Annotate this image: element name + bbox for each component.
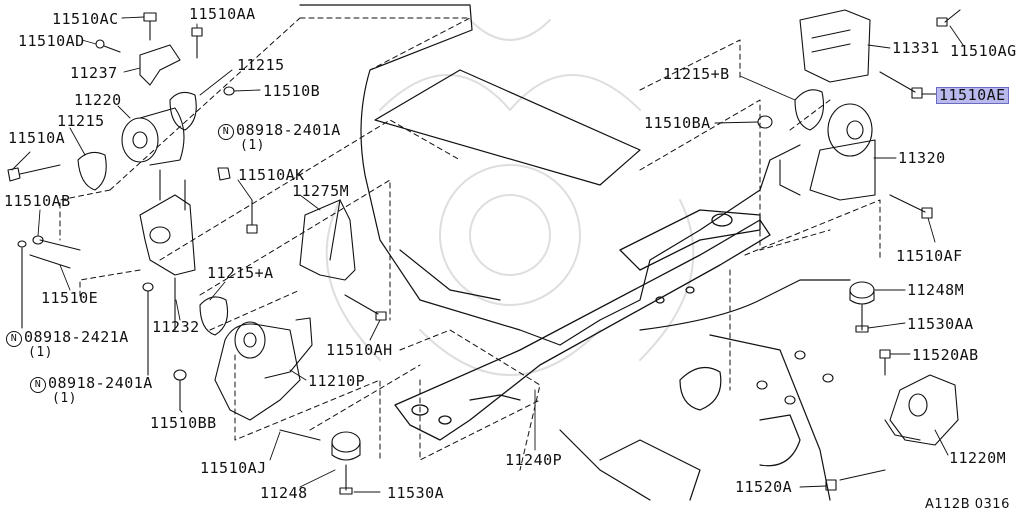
figure-id: A112B 0316	[925, 497, 1010, 512]
part-number: 08918-2401A	[236, 121, 341, 139]
left-mount-parts	[7, 12, 387, 495]
label-11520AB: 11520AB	[912, 346, 979, 364]
label-11530A: 11530A	[387, 484, 445, 502]
label-11237: 11237	[70, 64, 118, 82]
label-11510AE-highlighted: 11510AE	[936, 87, 1009, 104]
label-11510AA: 11510AA	[189, 5, 256, 23]
n-circle-symbol: N	[30, 377, 46, 393]
label-11520A: 11520A	[735, 478, 793, 496]
label-11248: 11248	[260, 484, 308, 502]
label-11510AK: 11510AK	[238, 166, 305, 184]
leader-dashes	[59, 17, 881, 471]
part-number: 08918-2421A	[24, 328, 129, 346]
label-11510AD: 11510AD	[18, 32, 85, 50]
label-qty-mid: (1)	[28, 345, 53, 360]
label-11215B: 11215+B	[663, 65, 730, 83]
label-11215-top: 11215	[237, 56, 285, 74]
crossmember	[394, 209, 771, 441]
right-mount-parts	[756, 9, 961, 491]
label-11320: 11320	[898, 149, 946, 167]
label-11232: 11232	[152, 318, 200, 336]
label-qty-top: (1)	[240, 138, 265, 153]
label-11210P: 11210P	[308, 372, 366, 390]
leader-lines	[11, 16, 964, 493]
label-11510AF: 11510AF	[896, 247, 963, 265]
n-circle-symbol: N	[218, 124, 234, 140]
label-11248M: 11248M	[907, 281, 965, 299]
n-circle-symbol: N	[6, 331, 22, 347]
label-11240P: 11240P	[505, 451, 563, 469]
part-number: 08918-2401A	[48, 374, 153, 392]
label-11510BA: 11510BA	[644, 114, 711, 132]
label-11510AG: 11510AG	[950, 42, 1017, 60]
label-qty-bottom: (1)	[52, 391, 77, 406]
label-11275M: 11275M	[292, 182, 350, 200]
label-11510AH: 11510AH	[326, 341, 393, 359]
label-11220: 11220	[74, 91, 122, 109]
label-11510A: 11510A	[8, 129, 66, 147]
label-11220M: 11220M	[949, 449, 1007, 467]
label-11215-left: 11215	[57, 112, 105, 130]
label-11510AB: 11510AB	[4, 192, 71, 210]
watermark-emblem	[325, 19, 695, 376]
label-11510AC: 11510AC	[52, 10, 119, 28]
label-11215A: 11215+A	[207, 264, 274, 282]
engine-outline	[299, 4, 851, 501]
label-11510E: 11510E	[41, 289, 99, 307]
label-11530AA: 11530AA	[907, 315, 974, 333]
label-11510B: 11510B	[263, 82, 321, 100]
label-11510BB: 11510BB	[150, 414, 217, 432]
label-11331: 11331	[892, 39, 940, 57]
label-11510AJ: 11510AJ	[200, 459, 267, 477]
